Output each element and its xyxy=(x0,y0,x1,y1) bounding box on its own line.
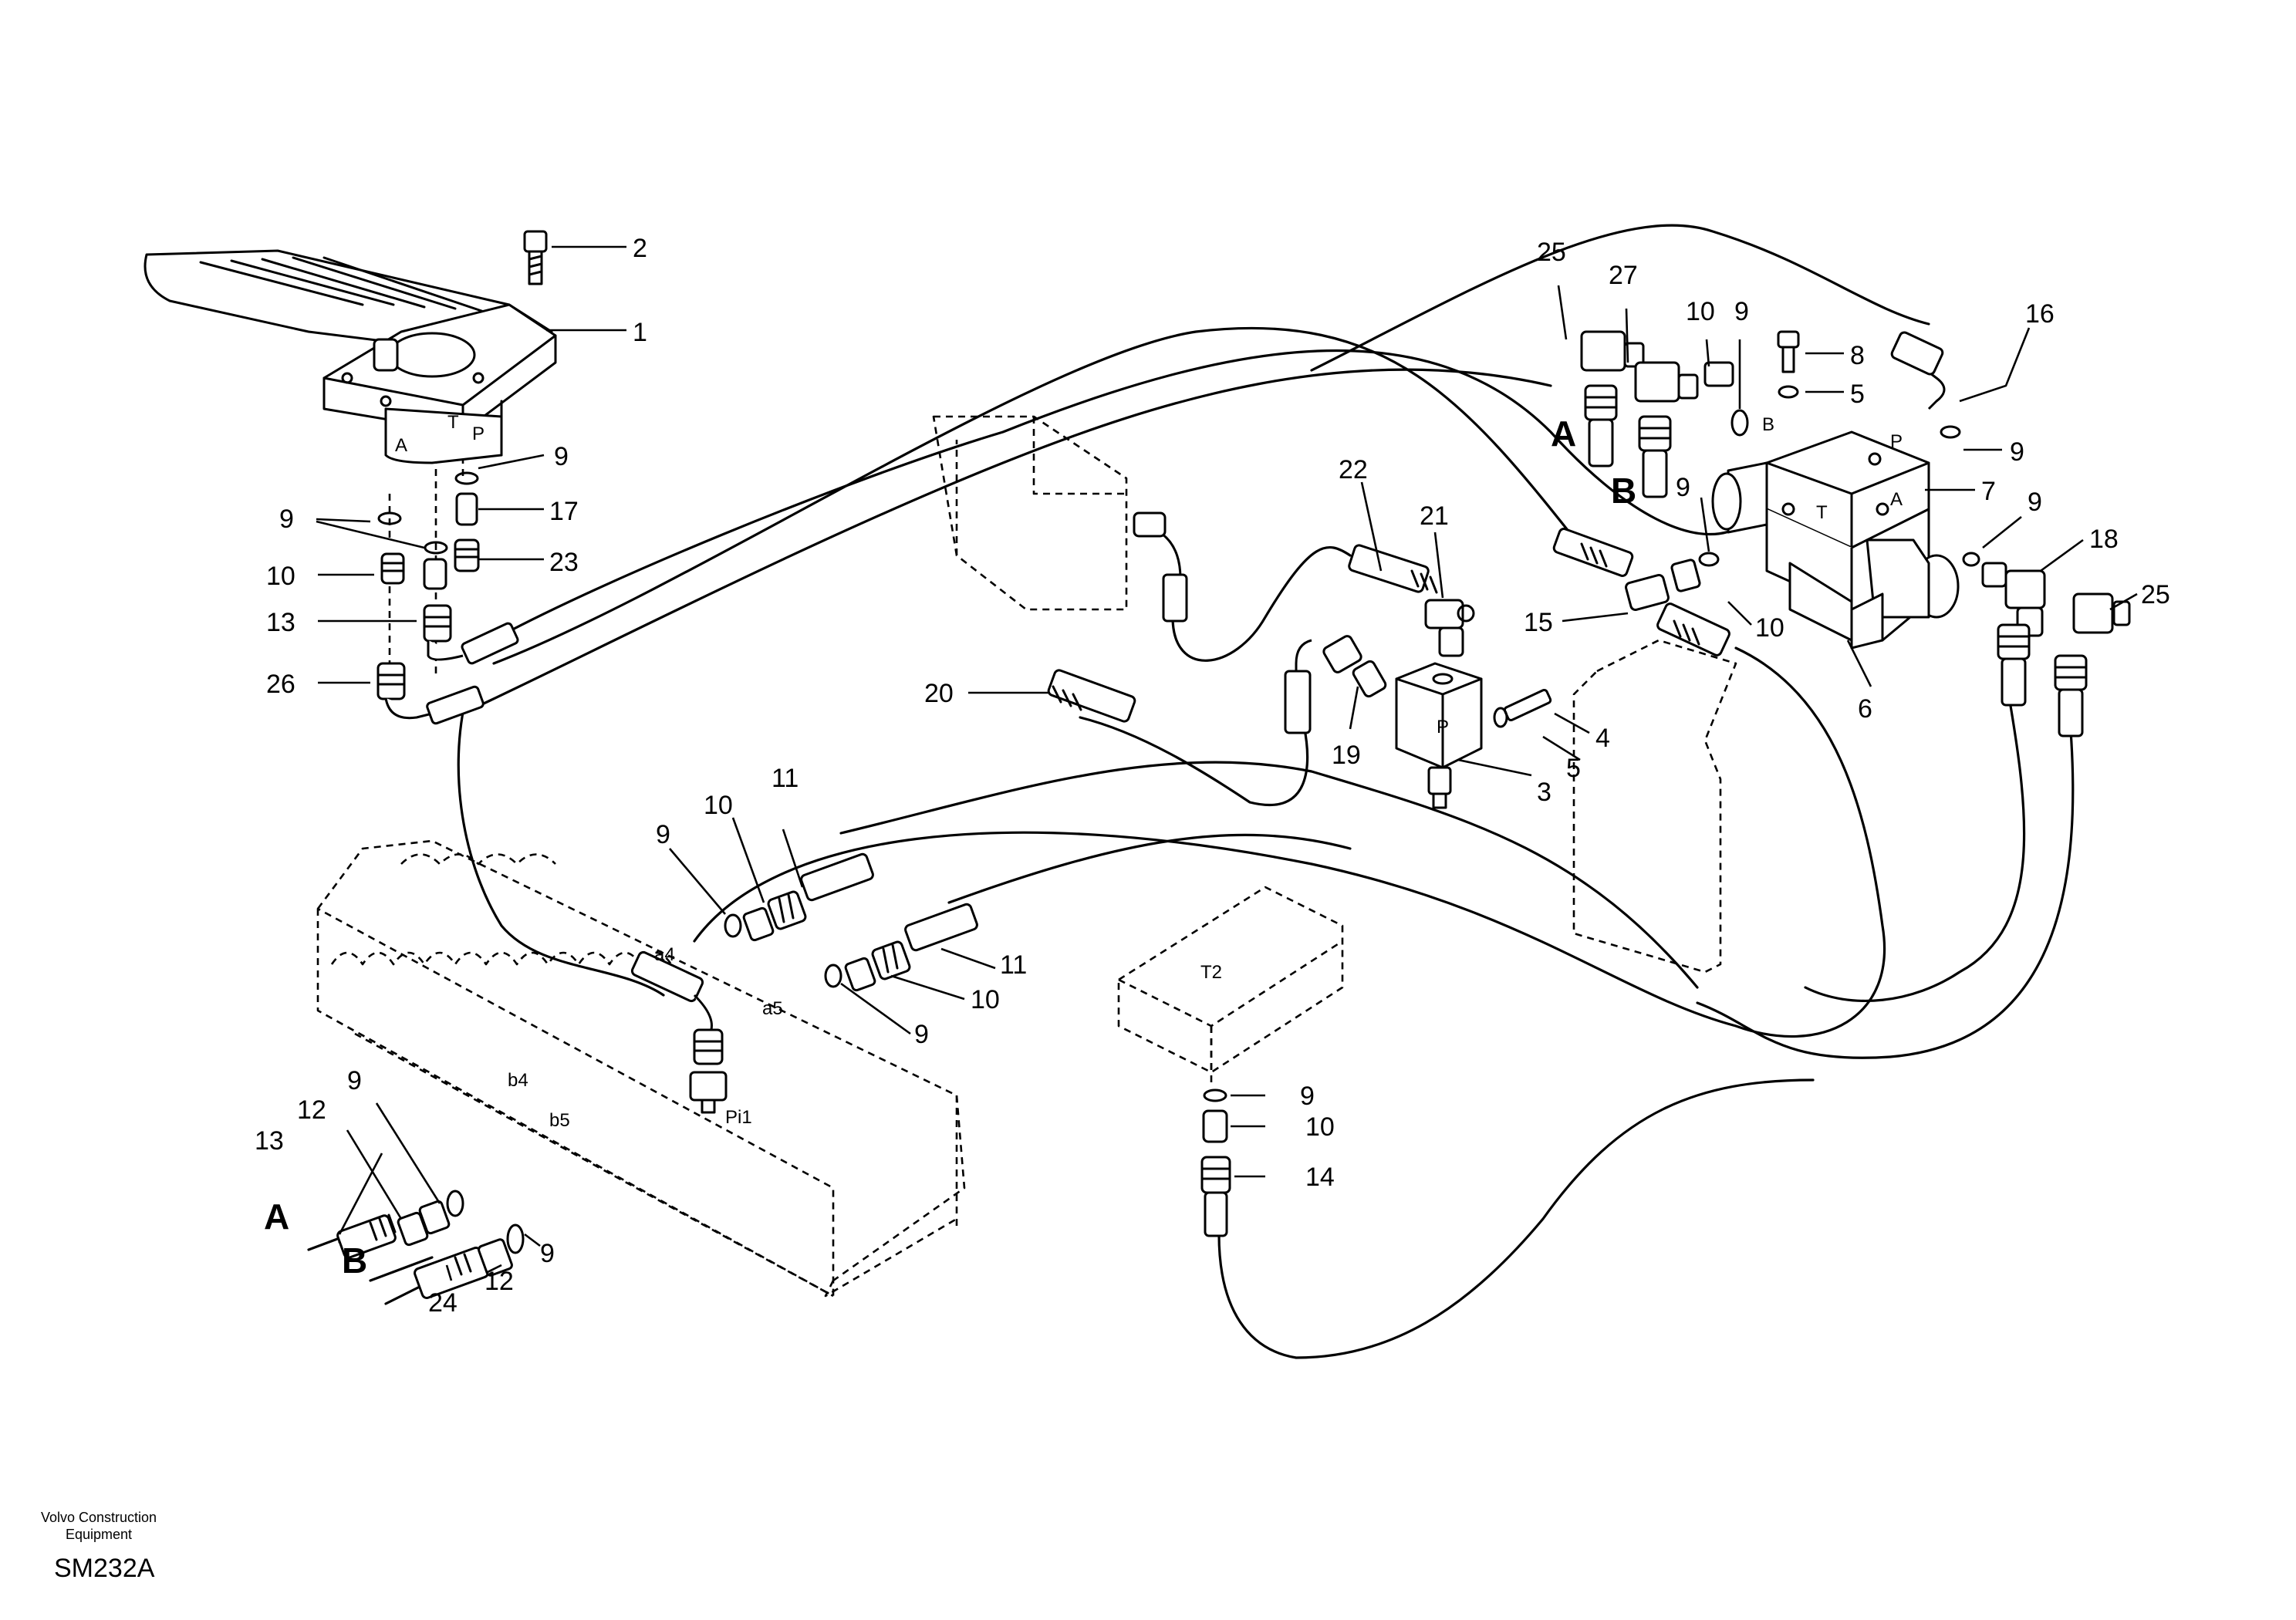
bracket-outline xyxy=(1572,639,1737,974)
callout-14: 14 xyxy=(1305,1163,1335,1192)
callout-11: 11 xyxy=(772,764,799,793)
callout-24: 24 xyxy=(428,1288,458,1318)
pedal-bolt xyxy=(523,230,548,285)
callout-26: 26 xyxy=(266,670,295,699)
hose-pedal-to-right xyxy=(492,326,1583,665)
callout-17: 17 xyxy=(549,497,579,526)
port-a4: a4 xyxy=(654,944,675,965)
pedal-port-t: T xyxy=(447,412,459,433)
callout-10: 10 xyxy=(1755,613,1784,643)
callout-20: 20 xyxy=(924,679,954,708)
callout-21: 21 xyxy=(1420,501,1449,531)
pilot-block-outline xyxy=(932,415,1128,611)
callout-8: 8 xyxy=(1850,341,1865,370)
port-a5: a5 xyxy=(762,998,783,1019)
callout-13: 13 xyxy=(255,1126,284,1156)
connection-a-left: A xyxy=(264,1196,289,1237)
port-t2: T2 xyxy=(1200,962,1222,983)
callout-9: 9 xyxy=(347,1066,362,1095)
valve-port-a: A xyxy=(1890,489,1903,510)
callout-27: 27 xyxy=(1609,261,1638,290)
callout-3: 3 xyxy=(1537,778,1551,807)
callout-1: 1 xyxy=(633,318,647,347)
callout-25: 25 xyxy=(1537,238,1566,267)
callout-9: 9 xyxy=(279,505,294,534)
callout-10: 10 xyxy=(266,562,295,591)
connection-b-right: B xyxy=(1611,471,1636,511)
callout-16: 16 xyxy=(2025,299,2055,329)
callout-9: 9 xyxy=(2010,437,2024,467)
hose-end-20 xyxy=(1047,669,1136,723)
adapter-17 xyxy=(455,492,478,526)
callout-22: 22 xyxy=(1339,455,1368,484)
reducer-port-p: P xyxy=(1437,717,1449,737)
callout-9: 9 xyxy=(1676,473,1690,502)
callout-11: 11 xyxy=(1000,950,1027,980)
callout-23: 23 xyxy=(549,548,579,577)
callout-9: 9 xyxy=(914,1020,929,1049)
control-valve-outline xyxy=(316,839,966,1298)
callout-10: 10 xyxy=(971,985,1000,1014)
foot-pedal: A T P xyxy=(144,249,557,464)
callout-18: 18 xyxy=(2089,525,2119,554)
callout-10: 10 xyxy=(704,791,733,820)
pedal-port-a: A xyxy=(395,435,407,456)
hose-to-t2 xyxy=(1217,1078,1815,1359)
callout-12: 12 xyxy=(485,1267,514,1296)
hose-pedal-to-upper xyxy=(477,349,1745,650)
callout-9: 9 xyxy=(1734,297,1749,326)
callout-13: 13 xyxy=(266,608,295,637)
footer: Volvo Construction Equipment SM232A xyxy=(14,1509,230,1584)
o-ring xyxy=(454,471,479,485)
reducing-valve: P xyxy=(1395,662,1483,809)
drawing-code: SM232A xyxy=(54,1554,155,1583)
connection-a-right: A xyxy=(1551,413,1576,454)
port-b4: b4 xyxy=(508,1070,528,1091)
callout-12: 12 xyxy=(297,1095,326,1125)
callout-10: 10 xyxy=(1686,297,1715,326)
solenoid-valve: B P T A xyxy=(1711,414,1960,650)
callout-9: 9 xyxy=(540,1239,555,1268)
callout-25: 25 xyxy=(2141,580,2170,609)
company-name: Volvo Construction Equipment xyxy=(40,1510,157,1542)
connection-b-left: B xyxy=(342,1240,367,1281)
callout-9: 9 xyxy=(1300,1082,1315,1111)
callout-5: 5 xyxy=(1566,754,1581,783)
callout-9: 9 xyxy=(554,442,569,471)
t2-block-outline xyxy=(1117,886,1344,1074)
pedal-port-p: P xyxy=(472,424,485,444)
callout-9: 9 xyxy=(656,820,670,849)
callout-2: 2 xyxy=(633,234,647,263)
callout-15: 15 xyxy=(1524,608,1553,637)
valve-port-t: T xyxy=(1816,502,1828,523)
callout-5: 5 xyxy=(1850,380,1865,409)
valve-port-p: P xyxy=(1890,431,1903,452)
callout-10: 10 xyxy=(1305,1112,1335,1142)
callout-9: 9 xyxy=(2028,488,2042,517)
hose-end-22 xyxy=(1348,544,1430,593)
callout-19: 19 xyxy=(1332,741,1361,770)
port-b5: b5 xyxy=(549,1110,570,1131)
callout-4: 4 xyxy=(1595,724,1610,753)
tee-21 xyxy=(1424,599,1475,657)
callout-6: 6 xyxy=(1858,694,1872,724)
callout-7: 7 xyxy=(1981,477,1996,506)
port-pi1: Pi1 xyxy=(725,1107,752,1128)
valve-port-b: B xyxy=(1762,414,1774,435)
